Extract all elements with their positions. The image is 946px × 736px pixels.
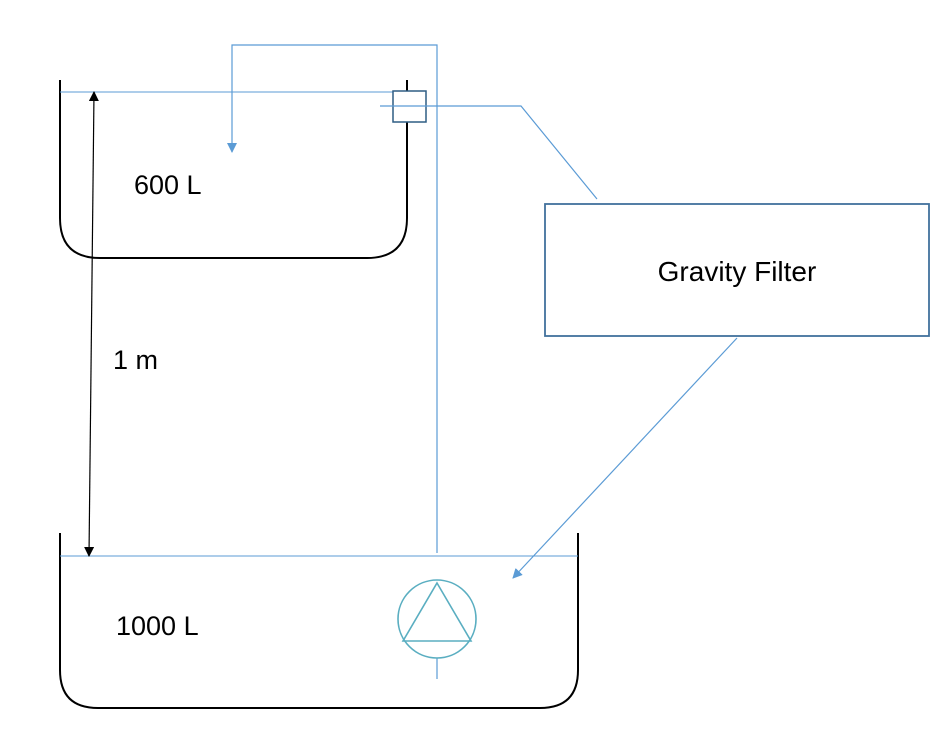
- filter-outlet-pipe: [512, 337, 738, 579]
- pump-casing: [397, 579, 477, 659]
- gravity-filter-box: [544, 203, 930, 337]
- lower-tank-outline: [59, 533, 579, 709]
- height-dimension-arrow: [84, 91, 99, 557]
- overflow-to-filter-line: [380, 105, 598, 200]
- gravity-filter-label: Gravity Filter: [658, 256, 817, 287]
- upper-tank: 600 L: [59, 80, 408, 259]
- upper-tank-outline: [59, 80, 408, 259]
- lower-tank-volume-label: 1000 L: [116, 611, 199, 641]
- pump-discharge-pipe: [227, 44, 438, 553]
- gravity-filter: Gravity Filter: [544, 203, 930, 337]
- lower-tank: 1000 L: [59, 533, 579, 709]
- height-dimension: 1 m: [84, 91, 158, 557]
- centrifugal-pump-icon: [397, 579, 477, 679]
- upper-tank-volume-label: 600 L: [134, 170, 202, 200]
- height-dimension-label: 1 m: [113, 345, 158, 375]
- pump-impeller-triangle: [401, 581, 473, 642]
